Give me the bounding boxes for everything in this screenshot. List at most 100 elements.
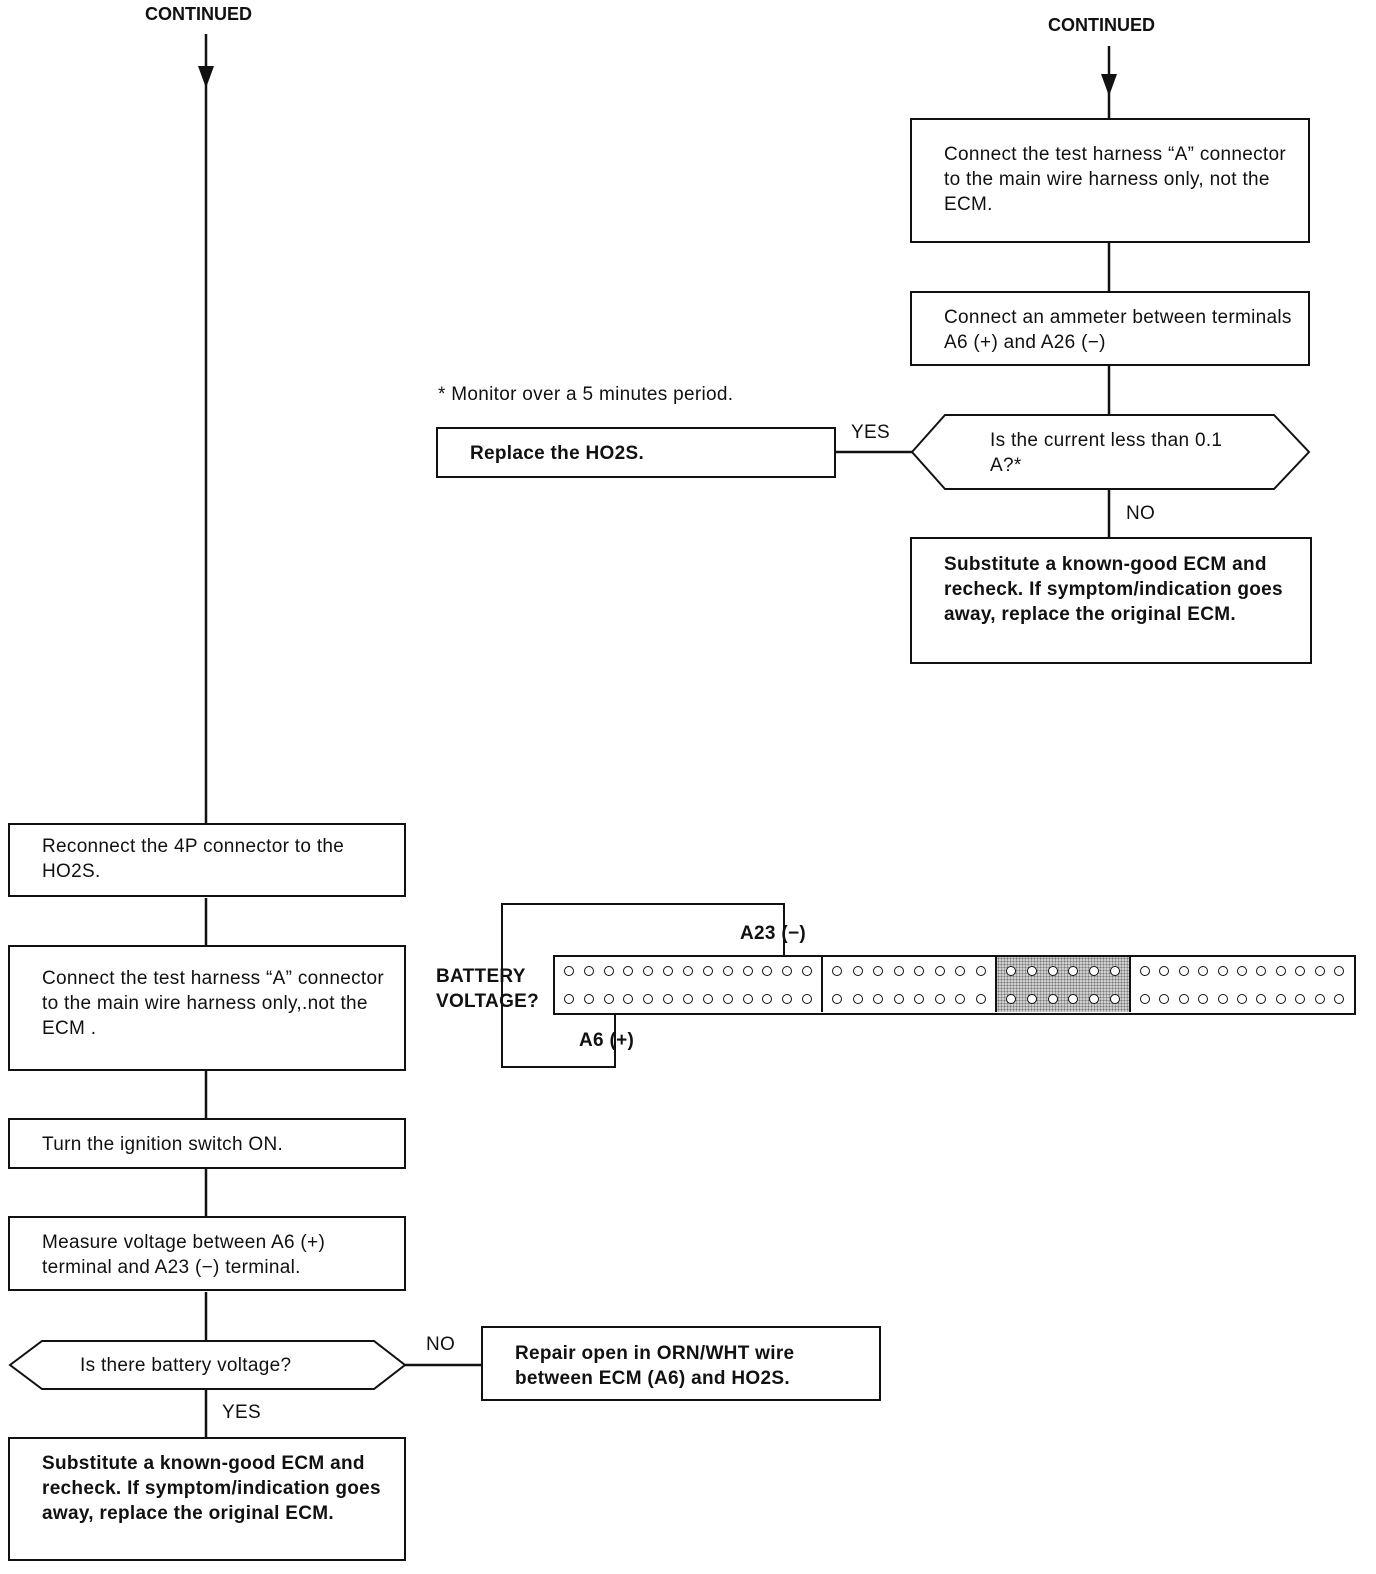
connector-pin	[1295, 966, 1306, 976]
connector-pin	[762, 994, 773, 1004]
pin-row-top	[827, 965, 991, 977]
step-connect-harness-text-right: Connect the test harness “A” connector t…	[944, 144, 1286, 215]
replace-ho2s-box: Replace the HO2S.	[436, 427, 836, 478]
step-ignition-box: Turn the ignition switch ON.	[8, 1118, 406, 1169]
pin-row-bottom	[559, 993, 817, 1005]
connector-pin	[1334, 994, 1345, 1004]
connector-pin	[1026, 994, 1037, 1004]
decision-current-less: Is the current less than 0.1 A?*	[990, 430, 1223, 476]
connector-pin	[934, 994, 945, 1004]
connector-pin	[722, 966, 733, 976]
connector-pin	[1275, 994, 1286, 1004]
connector-pin	[702, 994, 713, 1004]
connector-pin	[643, 994, 654, 1004]
step-reconnect-text: Reconnect the 4P connector to the HO2S.	[42, 836, 345, 882]
connector-section-4	[1129, 957, 1353, 1012]
connector-pin	[782, 994, 793, 1004]
connector-pin	[742, 994, 753, 1004]
connector-pin	[623, 966, 634, 976]
connector-pin	[663, 994, 674, 1004]
connector-pin	[975, 966, 986, 976]
connector-pin	[1334, 966, 1345, 976]
substitute-ecm-text-left: Substitute a known-good ECM and recheck.…	[42, 1453, 381, 1524]
connector-pin	[914, 966, 925, 976]
connector-pin	[682, 966, 693, 976]
connector-pin	[832, 966, 843, 976]
connector-section-1	[555, 957, 821, 1012]
connector-pin	[1295, 994, 1306, 1004]
ecm-connector	[553, 955, 1356, 1015]
connector-pin	[1088, 994, 1099, 1004]
connector-pin	[1047, 994, 1058, 1004]
connector-pin	[893, 994, 904, 1004]
connector-section-2	[821, 957, 995, 1012]
connector-pin	[663, 966, 674, 976]
pin-row-bottom	[1135, 993, 1349, 1005]
no-label-left: NO	[426, 1334, 456, 1355]
connector-pin	[563, 966, 574, 976]
connector-pin	[1178, 994, 1189, 1004]
repair-open-wire-text: Repair open in ORN/WHT wire between ECM …	[515, 1343, 795, 1389]
connector-pin	[1109, 994, 1120, 1004]
connector-pin	[1198, 994, 1209, 1004]
connector-pin	[934, 966, 945, 976]
connector-pin	[583, 966, 594, 976]
step-ammeter-box: Connect an ammeter between terminals A6 …	[910, 291, 1310, 366]
yes-label-right: YES	[851, 422, 890, 443]
connector-pin	[623, 994, 634, 1004]
connector-pin	[832, 994, 843, 1004]
pin-row-top	[1001, 965, 1125, 977]
connector-pin	[563, 994, 574, 1004]
connector-pin	[583, 994, 594, 1004]
connector-pin	[643, 966, 654, 976]
connector-pin	[802, 994, 813, 1004]
connector-pin	[1047, 966, 1058, 976]
connector-section-3	[995, 957, 1129, 1012]
step-ammeter-text: Connect an ammeter between terminals A6 …	[944, 307, 1292, 353]
connector-pin	[802, 966, 813, 976]
connector-pin	[1139, 966, 1150, 976]
battery-voltage-question-line2: VOLTAGE?	[436, 991, 540, 1012]
connector-pin	[873, 994, 884, 1004]
step-connect-harness-box-left: Connect the test harness “A” connector t…	[8, 945, 406, 1071]
connector-pin	[603, 966, 614, 976]
connector-pin	[914, 994, 925, 1004]
pin-row-bottom	[827, 993, 991, 1005]
connector-pin	[722, 994, 733, 1004]
connector-pin	[852, 994, 863, 1004]
connector-pin	[1159, 966, 1170, 976]
connector-pin	[1088, 966, 1099, 976]
connector-pin	[852, 966, 863, 976]
connector-pin	[1217, 966, 1228, 976]
connector-pin	[1198, 966, 1209, 976]
connector-pin	[975, 994, 986, 1004]
terminal-a6-label: A6 (+)	[579, 1030, 635, 1051]
substitute-ecm-text-right: Substitute a known-good ECM and recheck.…	[944, 554, 1283, 625]
step-ignition-text: Turn the ignition switch ON.	[42, 1134, 284, 1155]
connector-pin	[702, 966, 713, 976]
footnote-monitor-period: * Monitor over a 5 minutes period.	[438, 384, 734, 405]
connector-pin	[1314, 966, 1325, 976]
repair-open-wire-box: Repair open in ORN/WHT wire between ECM …	[481, 1326, 881, 1401]
continued-label-left: CONTINUED	[145, 4, 252, 24]
connector-pin	[1139, 994, 1150, 1004]
connector-pin	[955, 966, 966, 976]
step-connect-harness-box-right: Connect the test harness “A” connector t…	[910, 118, 1310, 243]
replace-ho2s-text: Replace the HO2S.	[470, 443, 645, 464]
decision-battery-voltage: Is there battery voltage?	[80, 1355, 292, 1376]
connector-pin	[1068, 994, 1079, 1004]
connector-pin	[1006, 966, 1017, 976]
connector-pin	[1026, 966, 1037, 976]
connector-pin	[1256, 994, 1267, 1004]
connector-pin	[742, 966, 753, 976]
connector-pin	[893, 966, 904, 976]
pin-row-top	[559, 965, 817, 977]
connector-pin	[955, 994, 966, 1004]
pin-row-top	[1135, 965, 1349, 977]
continued-label-right: CONTINUED	[1048, 15, 1155, 35]
connector-pin	[1256, 966, 1267, 976]
connector-pin	[873, 966, 884, 976]
connector-pin	[1068, 966, 1079, 976]
connector-pin	[1109, 966, 1120, 976]
